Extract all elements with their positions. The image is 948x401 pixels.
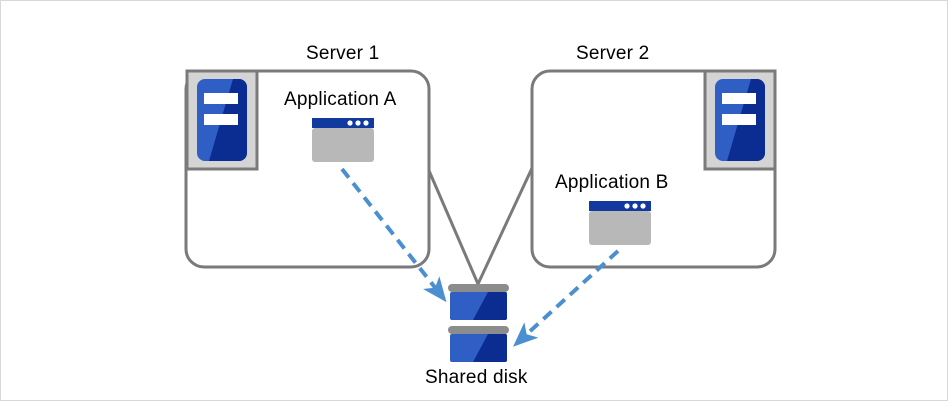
access-application-b-disk [513, 249, 620, 347]
application-a-label: Application A [284, 89, 397, 110]
server-1-title: Server 1 [306, 43, 380, 64]
connector-server2-disk [476, 164, 535, 286]
application-window-icon [589, 201, 651, 245]
shared-disk-label: Shared disk [425, 367, 528, 388]
connector-server1-disk [425, 164, 480, 286]
access-application-a-disk [340, 167, 447, 303]
server-2-title: Server 2 [576, 43, 650, 64]
application-window-icon [312, 118, 374, 162]
server-icon [703, 69, 777, 171]
disk-stack-icon [448, 284, 509, 362]
server-icon [185, 69, 259, 171]
application-b-label: Application B [555, 172, 669, 193]
